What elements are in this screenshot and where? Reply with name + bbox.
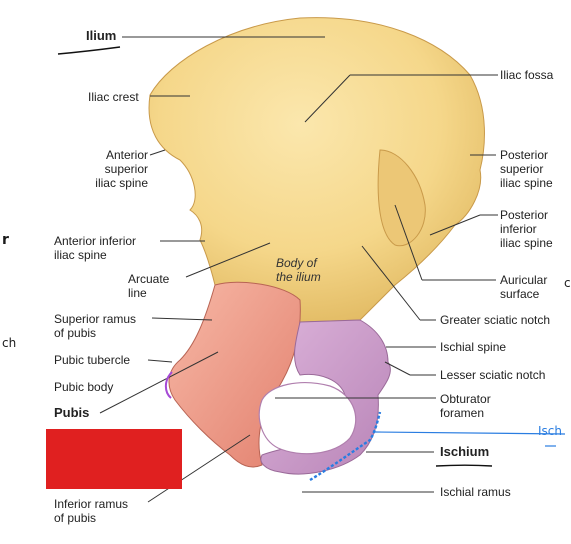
auricular-surface-shape — [377, 149, 426, 247]
handwritten-ch: ch — [2, 336, 17, 350]
label-ischium: Ischium — [440, 444, 490, 459]
label-iliac-fossa: Iliac fossa — [500, 68, 554, 82]
label-inferior-ramus-of-pubis: Inferior ramus of pubis — [54, 497, 129, 525]
label-posterior-inferior-iliac-spine: Posterior inferior iliac spine — [500, 208, 553, 250]
label-ischial-spine: Ischial spine — [440, 340, 507, 354]
pubis-region — [168, 281, 301, 468]
label-superior-ramus-of-pubis: Superior ramus of pubis — [54, 312, 137, 340]
label-pubic-tubercle: Pubic tubercle — [54, 353, 131, 367]
label-obturator-foramen: Obturator foramen — [440, 392, 491, 420]
label-anterior-inferior-iliac-spine: Anterior inferior iliac spine — [54, 234, 137, 262]
ischium-region — [260, 319, 391, 475]
label-pubic-body: Pubic body — [54, 380, 114, 394]
handwritten-isch: Isch — [538, 424, 562, 438]
label-iliac-crest: Iliac crest — [88, 90, 139, 104]
label-lesser-sciatic-notch: Lesser sciatic notch — [440, 368, 546, 382]
label-ischial-ramus: Ischial ramus — [440, 485, 511, 499]
label-anterior-superior-iliac-spine: Anterior superior iliac spine — [95, 148, 148, 190]
redaction-box — [46, 429, 182, 489]
label-pubis: Pubis — [54, 405, 90, 420]
label-greater-sciatic-notch: Greater sciatic notch — [440, 313, 551, 327]
handwritten-c: c — [564, 276, 571, 290]
obturator-foramen-shape — [258, 382, 357, 455]
label-body-of-ilium: Body of the ilium — [276, 256, 321, 284]
label-auricular-surface: Auricular surface — [500, 273, 548, 301]
label-ilium: Ilium — [86, 28, 117, 43]
label-posterior-superior-iliac-spine: Posterior superior iliac spine — [500, 148, 553, 190]
handwritten-r: r — [2, 232, 9, 248]
leader-lines — [99, 36, 498, 503]
label-arcuate-line: Arcuate line — [128, 272, 170, 300]
